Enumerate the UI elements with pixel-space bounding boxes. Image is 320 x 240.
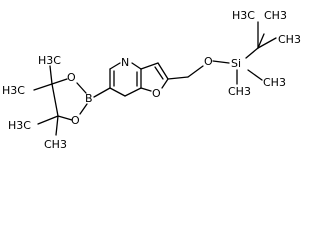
methyl-label: CH3 bbox=[263, 76, 286, 89]
bond bbox=[245, 47, 259, 59]
bond bbox=[140, 87, 152, 92]
bond bbox=[187, 65, 204, 78]
atom-o-ether: O bbox=[204, 55, 213, 68]
bond bbox=[257, 33, 265, 49]
methyl-label: H3C bbox=[232, 9, 255, 22]
bond bbox=[154, 66, 164, 80]
bond bbox=[57, 115, 73, 121]
bond bbox=[49, 65, 53, 85]
methyl-label: CH3 bbox=[228, 85, 251, 98]
bond bbox=[212, 60, 230, 64]
atom-o-furan: O bbox=[152, 87, 161, 100]
methyl-label: CH3 bbox=[264, 9, 287, 22]
bond bbox=[51, 78, 68, 85]
bond bbox=[167, 76, 189, 80]
bond bbox=[131, 62, 142, 70]
bond bbox=[33, 83, 53, 91]
bond bbox=[124, 87, 142, 97]
atom-si: Si bbox=[231, 57, 241, 70]
methyl-label: H3C bbox=[2, 84, 25, 97]
methyl-label: CH3 bbox=[44, 138, 67, 151]
bond bbox=[109, 62, 121, 70]
atom-o-boron-top: O bbox=[67, 71, 76, 84]
bond bbox=[247, 69, 263, 81]
atom-o-boron-bottom: O bbox=[71, 114, 80, 127]
bond bbox=[140, 62, 159, 70]
pyridine-ring bbox=[109, 62, 142, 97]
furan-ring bbox=[140, 62, 169, 92]
chemical-structure-diagram: N O O Si B O O H3C CH3 CH3 CH3 CH3 H3C H… bbox=[2, 9, 301, 151]
bond bbox=[76, 82, 87, 94]
bond bbox=[109, 87, 126, 97]
bond bbox=[79, 103, 88, 115]
pinacol-boronate-ring bbox=[51, 78, 88, 121]
bond bbox=[51, 83, 59, 117]
atom-b: B bbox=[85, 92, 93, 105]
bond bbox=[37, 115, 59, 125]
bond bbox=[257, 37, 277, 49]
bond bbox=[157, 62, 169, 80]
bond bbox=[93, 87, 111, 98]
atom-n: N bbox=[121, 56, 129, 69]
methyl-label: H3C bbox=[38, 54, 61, 67]
bond bbox=[161, 78, 169, 89]
bond bbox=[55, 115, 59, 136]
methyl-label: H3C bbox=[8, 119, 31, 132]
methyl-label: CH3 bbox=[278, 33, 301, 46]
